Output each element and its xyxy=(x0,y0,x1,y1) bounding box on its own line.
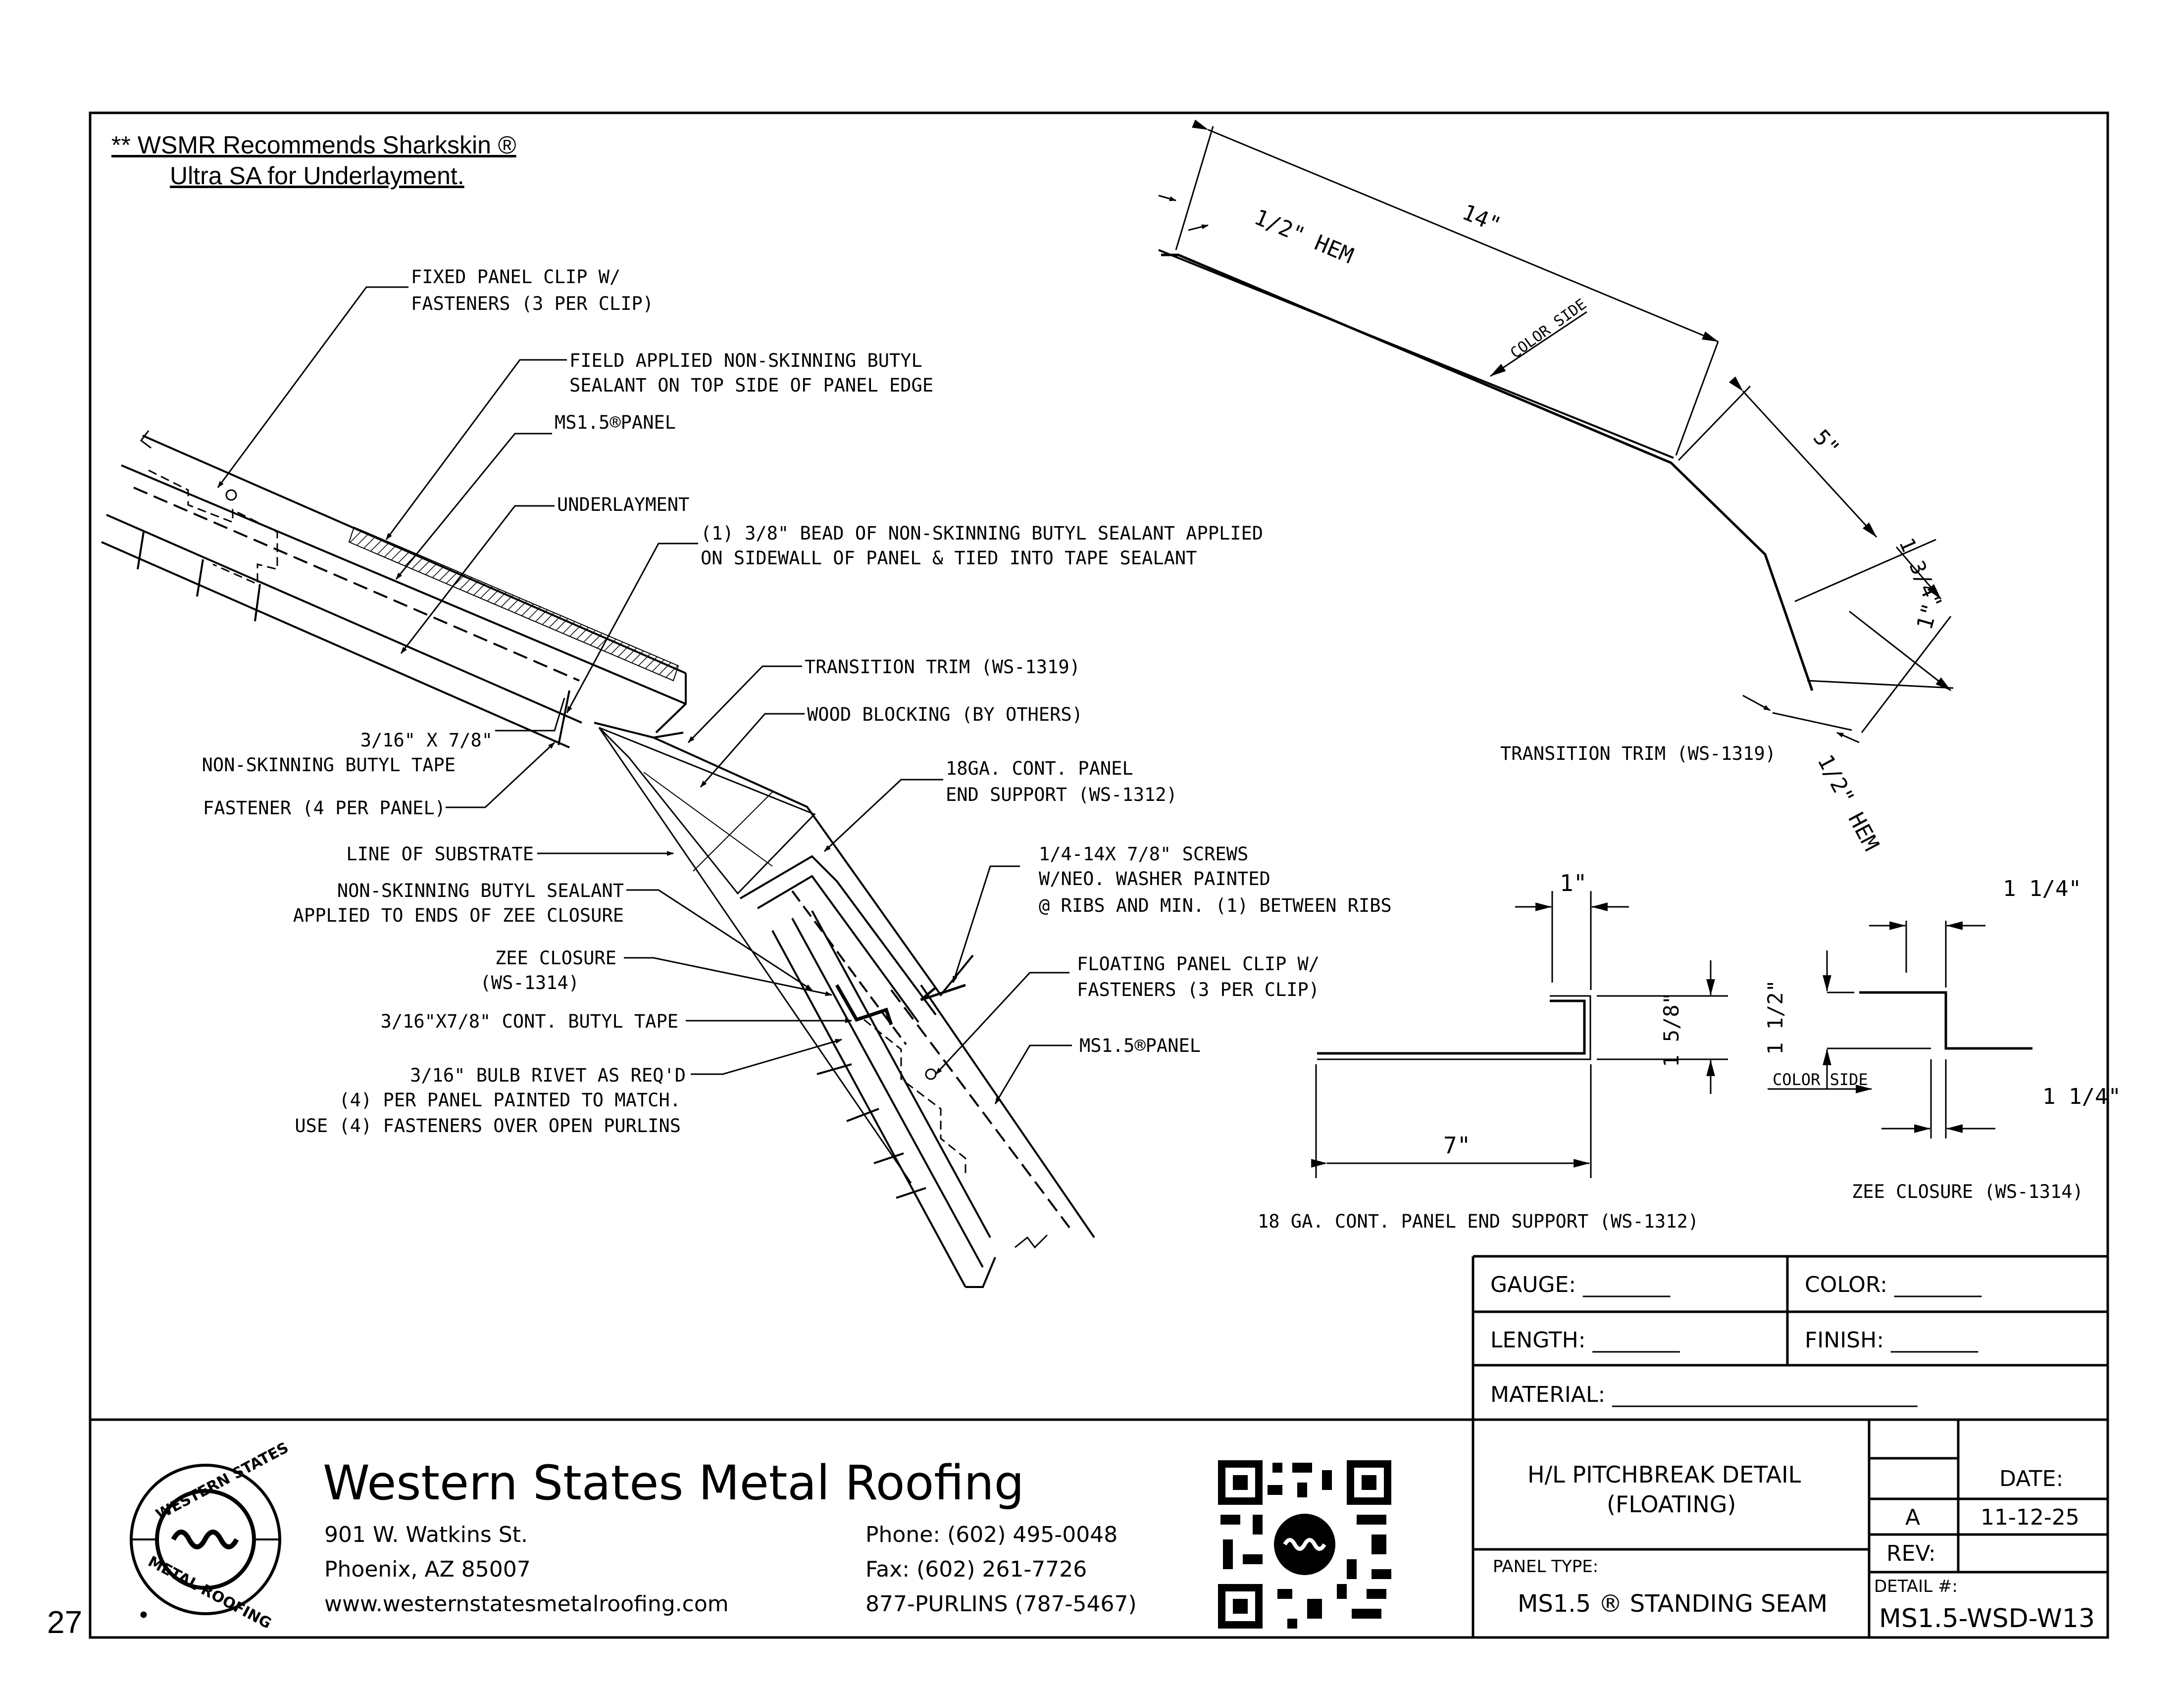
callout-fixed-clip-2: FASTENERS (3 PER CLIP) xyxy=(411,293,654,314)
callout-floating-clip-1: FLOATING PANEL CLIP W/ xyxy=(1077,953,1320,975)
callout-screws-1: 1/4-14X 7/8" SCREWS xyxy=(1039,843,1248,865)
spec-finish[interactable]: FINISH: ________ xyxy=(1805,1328,1979,1353)
company-purlins: 877-PURLINS (787-5467) xyxy=(865,1591,1137,1617)
company-phone: Phone: (602) 495-0048 xyxy=(865,1522,1118,1547)
company-address-2: Phoenix, AZ 85007 xyxy=(324,1557,531,1582)
callout-fixed-clip-1: FIXED PANEL CLIP W/ xyxy=(411,266,620,288)
trim-hem-bottom: 1/2" HEM xyxy=(1812,750,1884,855)
callout-end-support-1: 18GA. CONT. PANEL xyxy=(946,758,1133,779)
callout-underlayment: UNDERLAYMENT xyxy=(557,494,689,515)
panel-type-label: PANEL TYPE: xyxy=(1493,1557,1599,1577)
callout-fastener: FASTENER (4 PER PANEL) xyxy=(203,797,446,819)
callout-screws-2: W/NEO. WASHER PAINTED xyxy=(1039,868,1270,890)
detail-number: MS1.5-WSD-W13 xyxy=(1879,1604,2095,1634)
date-value: 11-12-25 xyxy=(1981,1505,2080,1530)
spec-material[interactable]: MATERIAL: ____________________________ xyxy=(1490,1382,1918,1407)
trim-color-side: COLOR SIDE xyxy=(1507,296,1590,362)
end-support-label: 18 GA. CONT. PANEL END SUPPORT (WS-1312) xyxy=(1258,1211,1699,1232)
revision-letter: A xyxy=(1905,1505,1921,1530)
detail-number-label: DETAIL #: xyxy=(1874,1577,1958,1596)
zee-closure-profile xyxy=(1768,921,2032,1138)
company-logo-seal xyxy=(130,1464,281,1618)
section-callout-text: FIXED PANEL CLIP W/ FASTENERS (3 PER CLI… xyxy=(202,266,1392,1137)
callout-substrate: LINE OF SUBSTRATE xyxy=(346,843,534,865)
company-website[interactable]: www.westernstatesmetalroofing.com xyxy=(324,1591,729,1617)
callout-transition-trim: TRANSITION TRIM (WS-1319) xyxy=(805,656,1080,678)
date-label: DATE: xyxy=(1999,1466,2064,1491)
callout-zee-closure-1: ZEE CLOSURE xyxy=(495,947,616,969)
trim-dim-5: 5" xyxy=(1808,425,1844,461)
page-number: 27 xyxy=(47,1604,83,1640)
callout-zee-sealant-2: APPLIED TO ENDS OF ZEE CLOSURE xyxy=(293,905,624,926)
callout-floating-clip-2: FASTENERS (3 PER CLIP) xyxy=(1077,979,1320,1000)
zee-color-side: COLOR SIDE xyxy=(1773,1070,1868,1089)
zee-dim-bottom: 1 1/4" xyxy=(2042,1084,2121,1109)
callout-bead-1: (1) 3/8" BEAD OF NON-SKINNING BUTYL SEAL… xyxy=(701,523,1263,544)
end-support-profile xyxy=(1311,891,1728,1178)
callout-rivet-3: USE (4) FASTENERS OVER OPEN PURLINS xyxy=(295,1115,681,1137)
callout-cont-tape: 3/16"X7/8" CONT. BUTYL TAPE xyxy=(381,1011,678,1032)
callout-wood-blocking: WOOD BLOCKING (BY OTHERS) xyxy=(807,704,1083,725)
callout-rivet-1: 3/16" BULB RIVET AS REQ'D xyxy=(410,1065,686,1086)
qr-code-image xyxy=(1218,1460,1391,1629)
end-support-dim-length: 7" xyxy=(1443,1132,1471,1159)
company-fax: Fax: (602) 261-7726 xyxy=(865,1557,1087,1582)
zee-dim-top: 1 1/4" xyxy=(2003,876,2082,901)
detail-title-1: H/L PITCHBREAK DETAIL xyxy=(1527,1461,1801,1488)
pitchbreak-section-drawing xyxy=(101,430,1095,1288)
callout-tape-2: NON-SKINNING BUTYL TAPE xyxy=(202,754,456,776)
end-support-dim-height: 1 5/8" xyxy=(1659,992,1683,1067)
rev-label: REV: xyxy=(1886,1541,1936,1566)
recommendation-line-1: ** WSMR Recommends Sharkskin ® xyxy=(111,131,516,159)
transition-trim-profile xyxy=(1158,119,1954,743)
spec-gauge[interactable]: GAUGE: ________ xyxy=(1490,1272,1671,1297)
callout-tape-1: 3/16" X 7/8" xyxy=(360,730,493,751)
spec-length[interactable]: LENGTH: ________ xyxy=(1490,1328,1680,1353)
callout-zee-sealant-1: NON-SKINNING BUTYL SEALANT xyxy=(337,880,624,901)
trim-length: 14" xyxy=(1459,199,1505,238)
profile-dimension-text: 1/2" HEM 14" COLOR SIDE 5" 1 3/4" 1" 1/2… xyxy=(1251,199,2121,1232)
spec-box: GAUGE: ________ COLOR: ________ LENGTH: … xyxy=(1490,1272,1982,1407)
company-name: Western States Metal Roofing xyxy=(323,1455,1024,1511)
callout-panel-lower: MS1.5®PANEL xyxy=(1079,1035,1201,1056)
company-address-1: 901 W. Watkins St. xyxy=(324,1522,528,1547)
callout-zee-closure-2: (WS-1314) xyxy=(480,972,579,993)
zee-label: ZEE CLOSURE (WS-1314) xyxy=(1852,1181,2083,1202)
end-support-dim-top: 1" xyxy=(1560,870,1587,896)
callout-field-sealant-2: SEALANT ON TOP SIDE OF PANEL EDGE xyxy=(569,375,933,396)
sheet-frame xyxy=(89,111,2109,1639)
callout-bead-2: ON SIDEWALL OF PANEL & TIED INTO TAPE SE… xyxy=(701,547,1197,569)
detail-title-2: (FLOATING) xyxy=(1607,1491,1736,1518)
spec-color[interactable]: COLOR: ________ xyxy=(1805,1272,1982,1297)
panel-type-value: MS1.5 ® STANDING SEAM xyxy=(1518,1590,1828,1618)
callout-screws-3: @ RIBS AND MIN. (1) BETWEEN RIBS xyxy=(1039,895,1392,916)
callout-rivet-2: (4) PER PANEL PAINTED TO MATCH. xyxy=(339,1089,681,1111)
trim-hem-top: 1/2" HEM xyxy=(1251,204,1357,269)
recommendation-line-2: Ultra SA for Underlayment. xyxy=(170,162,464,190)
underlayment-recommendation: ** WSMR Recommends Sharkskin ® Ultra SA … xyxy=(111,130,516,191)
trim-label: TRANSITION TRIM (WS-1319) xyxy=(1500,743,1776,764)
callout-end-support-2: END SUPPORT (WS-1312) xyxy=(946,784,1177,805)
zee-dim-height: 1 1/2" xyxy=(1763,980,1787,1055)
callout-field-sealant-1: FIELD APPLIED NON-SKINNING BUTYL xyxy=(569,350,922,371)
callout-panel-upper: MS1.5®PANEL xyxy=(555,412,676,433)
callout-leaders xyxy=(217,286,1072,1104)
